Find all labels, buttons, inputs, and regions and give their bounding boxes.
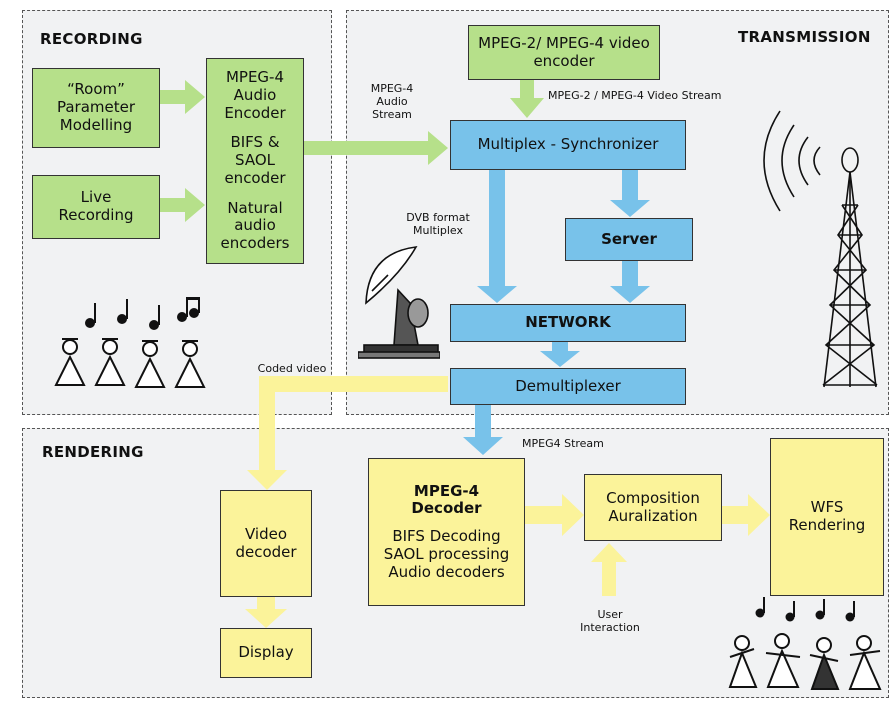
wfs-rendering-box: WFS Rendering — [770, 438, 884, 596]
composition-box: Composition Auralization — [584, 474, 722, 541]
arrow-coded-video — [247, 376, 448, 490]
demultiplexer-box: Demultiplexer — [450, 368, 686, 405]
network-label: NETWORK — [525, 313, 611, 332]
mpeg4-stream-label: MPEG4 Stream — [522, 437, 604, 450]
multiplex-box: Multiplex - Synchronizer — [450, 120, 686, 170]
bifs-saol-label: BIFS & SAOL encoder — [224, 133, 286, 187]
arrow-demux-to-decoder — [463, 405, 503, 455]
video-encoder-label: MPEG-2/ MPEG-4 video encoder — [478, 33, 650, 70]
transmission-title: TRANSMISSION — [738, 28, 871, 46]
audio-decoders-label: Audio decoders — [388, 562, 505, 581]
video-encoder-box: MPEG-2/ MPEG-4 video encoder — [468, 25, 660, 80]
audio-stream-label: MPEG-4 Audio Stream — [370, 82, 414, 122]
arrow-live-to-encoder — [160, 188, 205, 222]
radio-tower-icon — [763, 110, 878, 388]
multiplex-label: Multiplex - Synchronizer — [477, 135, 659, 154]
composition-label: Composition Auralization — [606, 488, 700, 525]
user-interaction-label: User Interaction — [580, 608, 640, 635]
wfs-rendering-label: WFS Rendering — [788, 498, 866, 534]
display-box: Display — [220, 628, 312, 678]
room-parameter-label: “Room” Parameter Modelling — [56, 80, 136, 134]
arrow-audio-stream — [304, 131, 448, 165]
arrow-mux-to-server — [610, 170, 650, 217]
dvb-format-label: DVB format Multiplex — [406, 211, 470, 238]
arrow-user-interaction — [591, 543, 627, 596]
dancers-illustration — [728, 597, 882, 690]
server-label: Server — [601, 229, 657, 248]
video-decoder-label: Video decoder — [235, 524, 297, 561]
demultiplexer-label: Demultiplexer — [515, 376, 621, 395]
arrow-network-to-demux — [540, 342, 580, 367]
network-box: NETWORK — [450, 304, 686, 342]
rendering-title: RENDERING — [42, 443, 144, 461]
arrow-server-to-network — [610, 261, 650, 303]
satellite-dish-icon — [358, 246, 440, 359]
saol-processing-label: SAOL processing — [383, 544, 510, 563]
mpeg4-encoders-box: MPEG-4 Audio Encoder BIFS & SAOL encoder… — [206, 58, 304, 264]
arrow-room-to-encoder — [160, 80, 205, 114]
arrow-mux-to-network — [477, 170, 517, 303]
live-recording-box: Live Recording — [32, 175, 160, 239]
room-parameter-box: “Room” Parameter Modelling — [32, 68, 160, 148]
bifs-decoding-label: BIFS Decoding — [392, 527, 501, 546]
musicians-illustration — [54, 297, 206, 388]
recording-title: RECORDING — [40, 30, 143, 48]
server-box: Server — [565, 218, 693, 261]
display-label: Display — [238, 643, 294, 662]
live-recording-label: Live Recording — [58, 188, 134, 224]
mpeg4-decoder-box: MPEG-4 Decoder BIFS Decoding SAOL proces… — [368, 458, 525, 606]
coded-video-label: Coded video — [257, 362, 327, 375]
video-stream-label: MPEG-2 / MPEG-4 Video Stream — [548, 89, 722, 102]
arrow-video-to-display — [245, 597, 287, 628]
arrow-composition-to-wfs — [722, 494, 770, 536]
video-decoder-box: Video decoder — [220, 490, 312, 597]
arrow-video-stream — [510, 80, 544, 118]
mpeg4-decoder-title: MPEG-4 Decoder — [411, 481, 482, 518]
audio-encoder-label: MPEG-4 Audio Encoder — [224, 68, 286, 122]
natural-encoders-label: Natural audio encoders — [220, 198, 290, 253]
arrow-decoder-to-composition — [525, 494, 584, 536]
